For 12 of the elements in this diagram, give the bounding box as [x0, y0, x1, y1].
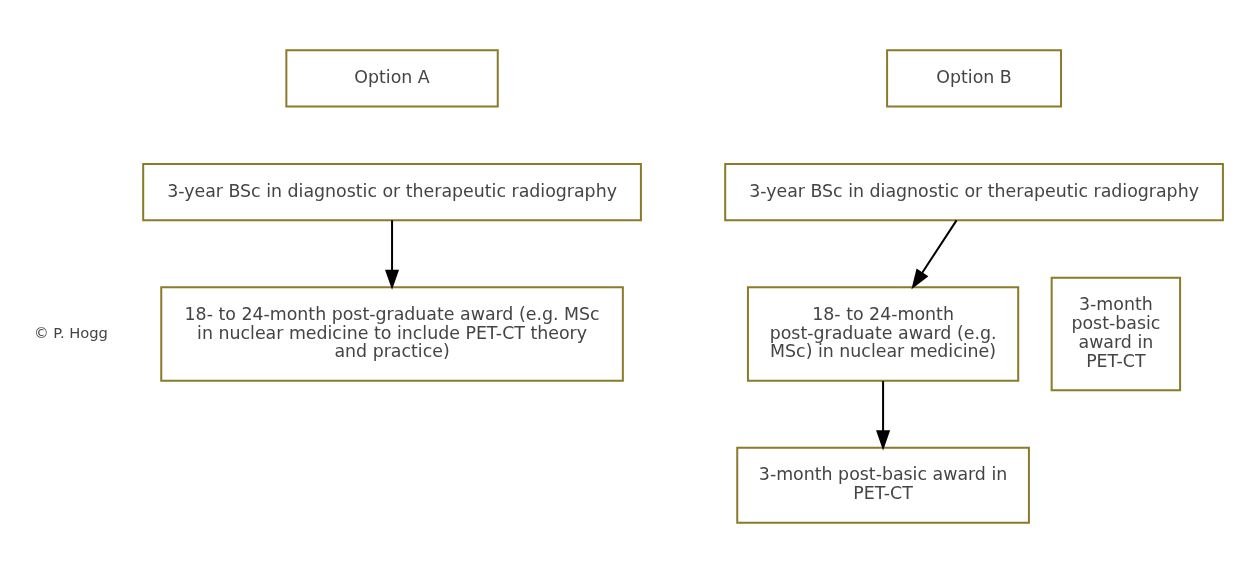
node-box: 3-month post-basic award in PET-CT [1050, 276, 1182, 391]
label: © P. Hogg [33, 323, 108, 341]
node-box: 18- to 24-month post-graduate award (e.g. MSc) in nuclear medicine) [746, 285, 1020, 382]
arrow [385, 219, 400, 290]
arrow [911, 219, 958, 289]
node-box: Option B [886, 48, 1063, 108]
node-box: Option A [285, 48, 499, 108]
node-box: 3-year BSc in diagnostic or therapeutic radiography [142, 162, 642, 221]
node-box: 3-year BSc in diagnostic or therapeutic radiography [724, 162, 1224, 221]
node-box: 3-month post-basic award in PET-CT [736, 446, 1030, 524]
arrow [876, 380, 891, 450]
node-box: 18- to 24-month post-graduate award (e.g. MSc in nuclear medicine to include PET-CT theory and practice) [160, 285, 624, 382]
